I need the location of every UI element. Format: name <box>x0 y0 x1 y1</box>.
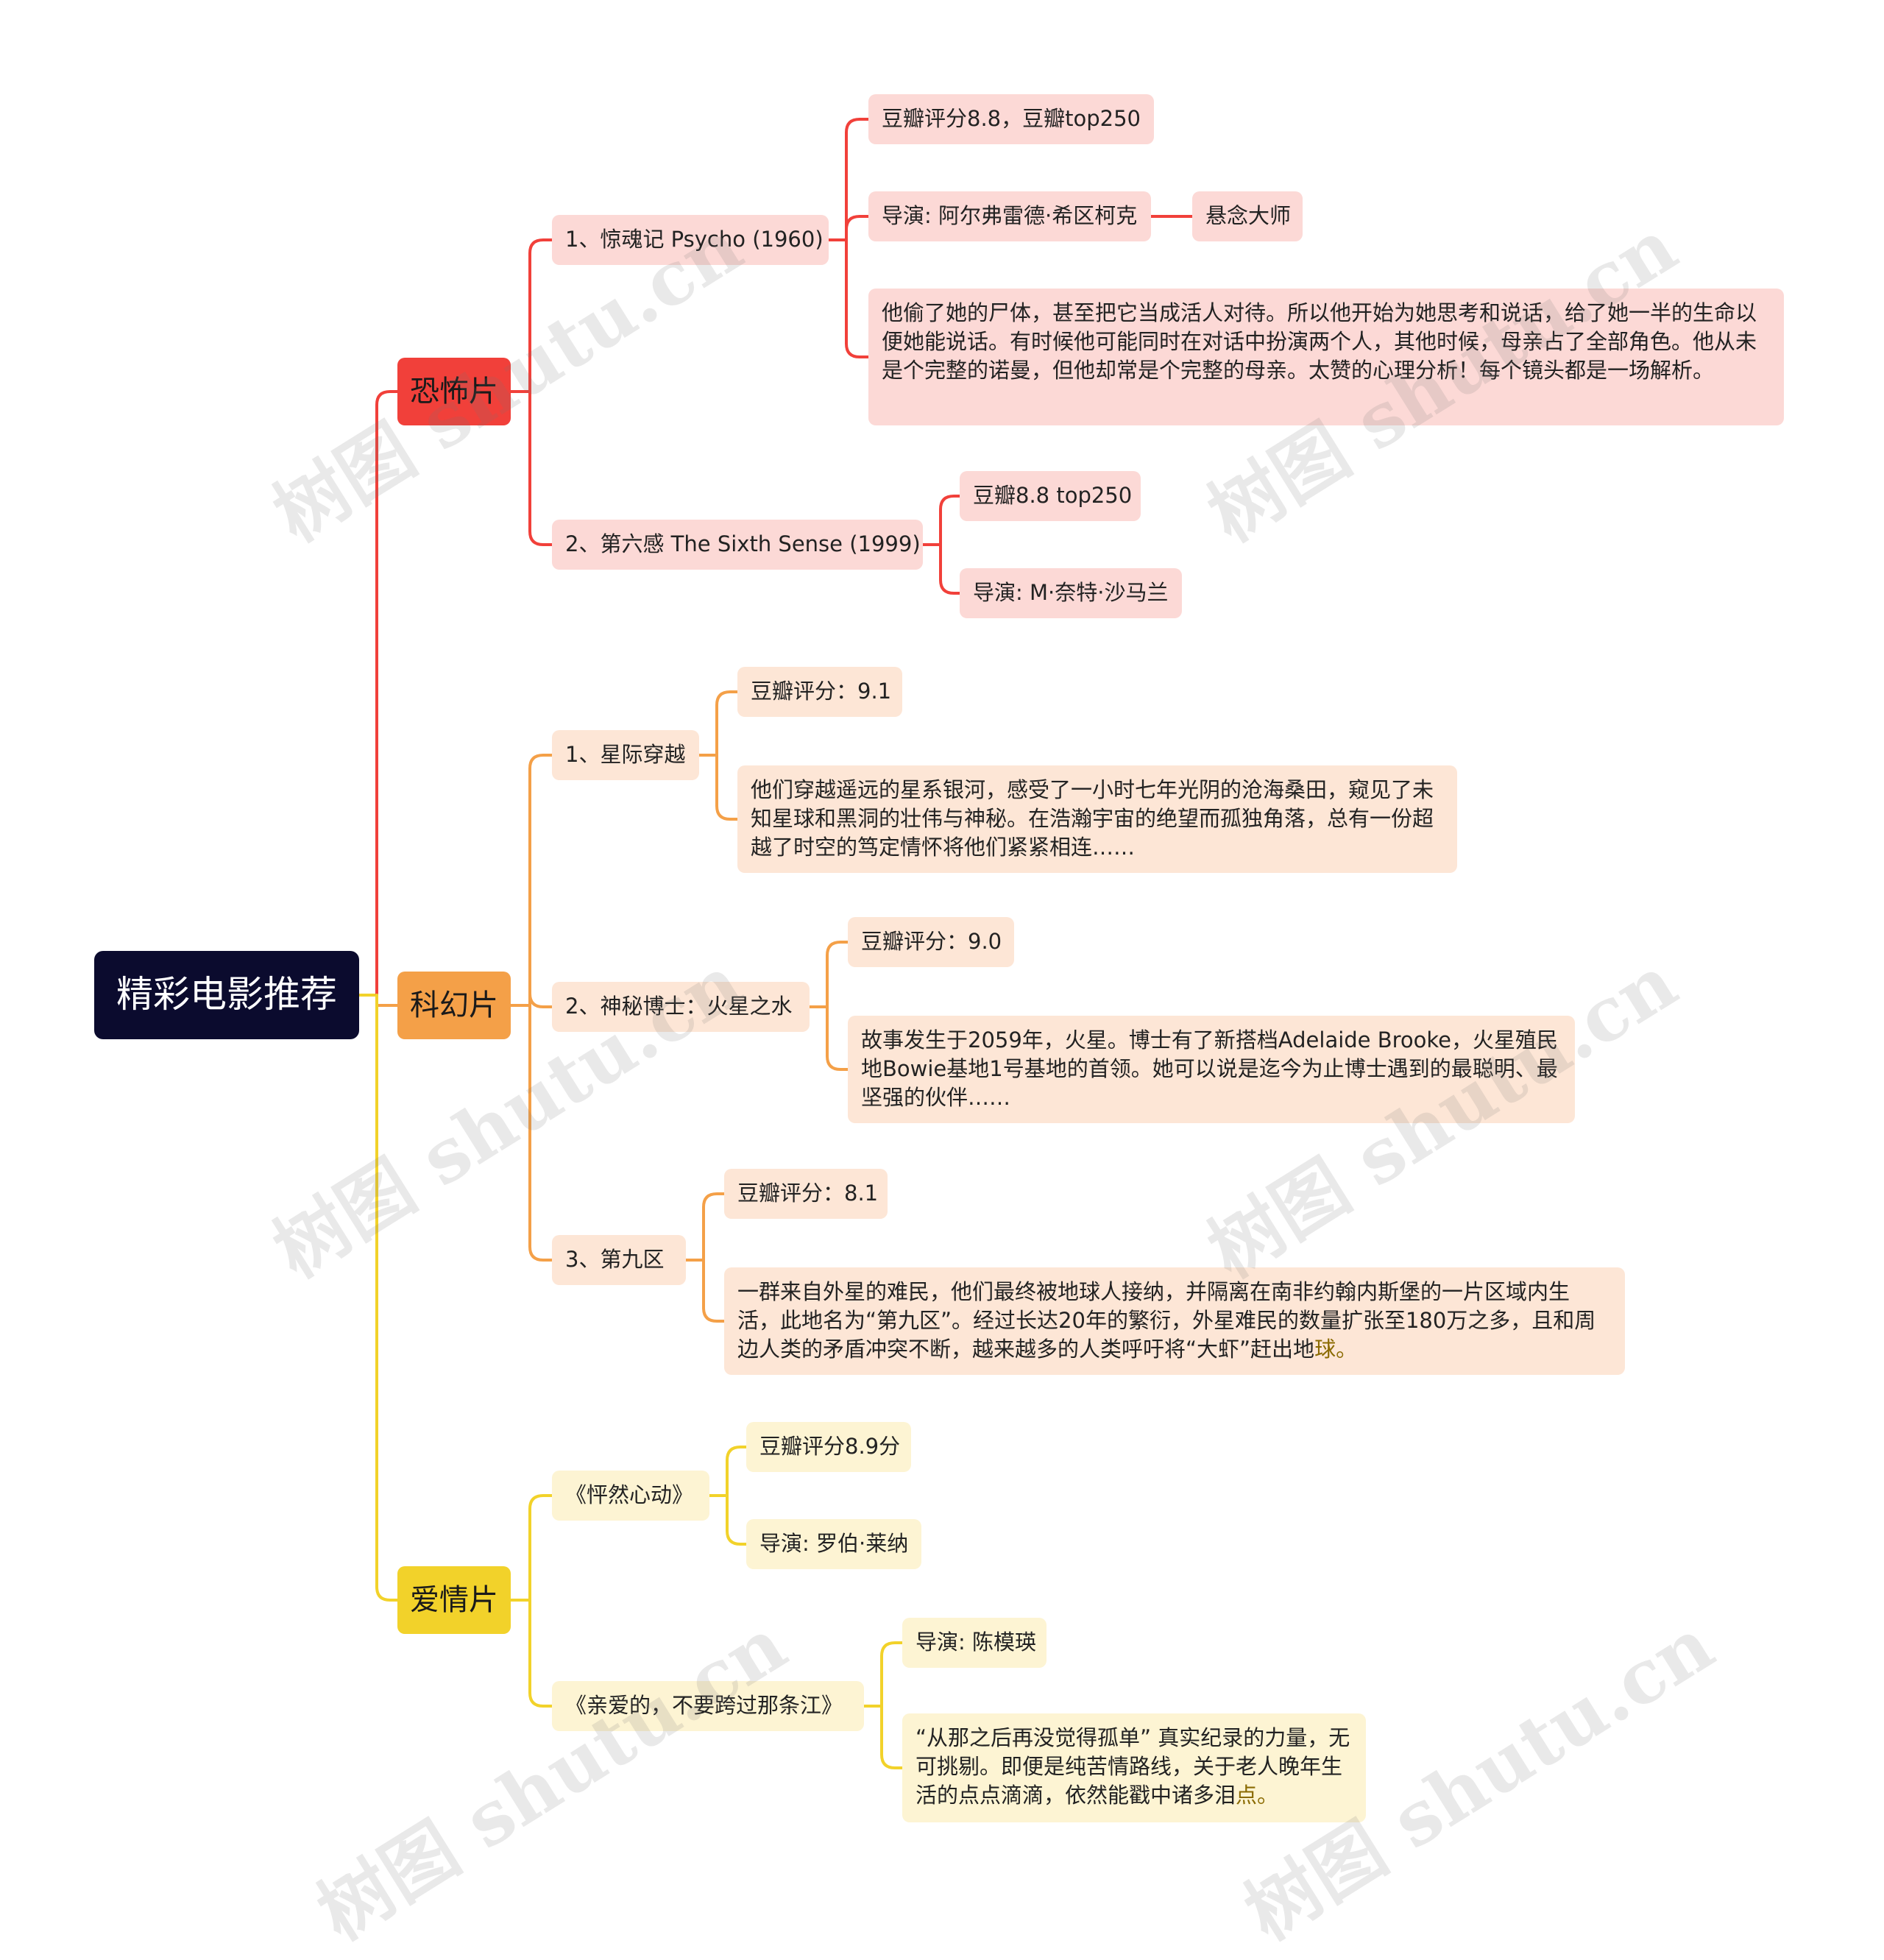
connector-line <box>880 1705 904 1769</box>
connector-line <box>826 1005 849 1071</box>
connector-line <box>715 690 739 757</box>
psycho-rating[interactable]: 豆瓣评分8.8，豆瓣top250 <box>868 94 1154 144</box>
connector-line <box>702 1259 726 1323</box>
sixth-sense-rating[interactable]: 豆瓣8.8 top250 <box>960 471 1141 521</box>
movie-interstellar[interactable]: 1、星际穿越 <box>552 730 699 780</box>
connector-line <box>939 543 961 595</box>
flipped-director[interactable]: 导演: 罗伯·莱纳 <box>746 1519 921 1569</box>
connector-line <box>375 390 399 997</box>
connector-line <box>726 1494 748 1546</box>
movie-district-9[interactable]: 3、第九区 <box>552 1235 686 1285</box>
connector-line <box>880 1641 904 1708</box>
connector-line <box>375 994 399 1007</box>
category-horror[interactable]: 恐怖片 <box>397 358 511 425</box>
connector-line <box>528 1004 553 1262</box>
movie-flipped[interactable]: 《怦然心动》 <box>552 1471 709 1521</box>
my-love-director[interactable]: 导演: 陈模瑛 <box>902 1618 1047 1668</box>
connector-line <box>528 754 553 1007</box>
connector-line <box>702 1192 726 1262</box>
connector-line <box>528 390 553 546</box>
connector-line <box>528 1494 553 1602</box>
connector-line <box>528 238 553 393</box>
connector-line <box>528 1599 553 1708</box>
connector-line <box>726 1446 748 1497</box>
root-node[interactable]: 精彩电影推荐 <box>94 951 359 1039</box>
connector-line <box>939 495 961 546</box>
my-love-description[interactable]: “从那之后再没觉得孤单” 真实纪录的力量，无可挑剔。即便是纯苦情路线，关于老人晚… <box>902 1713 1366 1822</box>
movie-my-love[interactable]: 《亲爱的，不要跨过那条江》 <box>552 1681 864 1731</box>
connector-line <box>375 994 399 1602</box>
mind-map: 精彩电影推荐 恐怖片 科幻片 爱情片 1、惊魂记 Psycho (1960) 豆… <box>94 94 1784 1957</box>
category-scifi[interactable]: 科幻片 <box>397 972 511 1039</box>
district-9-description[interactable]: 一群来自外星的难民，他们最终被地球人接纳，并隔离在南非约翰内斯堡的一片区域内生活… <box>724 1267 1625 1375</box>
connector-line <box>826 941 849 1008</box>
flipped-rating[interactable]: 豆瓣评分8.9分 <box>746 1422 911 1472</box>
interstellar-rating[interactable]: 豆瓣评分：9.1 <box>737 667 902 717</box>
movie-doctor-who[interactable]: 2、神秘博士：火星之水 <box>552 982 810 1032</box>
psycho-director[interactable]: 导演: 阿尔弗雷德·希区柯克 <box>868 191 1151 241</box>
connector-line <box>845 238 870 358</box>
sixth-sense-director[interactable]: 导演: M·奈特·沙马兰 <box>960 568 1182 618</box>
district-9-rating[interactable]: 豆瓣评分：8.1 <box>724 1169 888 1219</box>
connector-line <box>845 118 870 241</box>
movie-psycho[interactable]: 1、惊魂记 Psycho (1960) <box>552 215 829 265</box>
doctor-who-description[interactable]: 故事发生于2059年，火星。博士有了新搭档Adelaide Brooke，火星殖… <box>848 1016 1575 1123</box>
interstellar-description[interactable]: 他们穿越遥远的星系银河，感受了一小时七年光阴的沧海桑田，窥见了未知星球和黑洞的壮… <box>737 765 1457 873</box>
category-love[interactable]: 爱情片 <box>397 1566 511 1634</box>
psycho-director-note[interactable]: 悬念大师 <box>1192 191 1303 241</box>
connector-line <box>715 754 739 821</box>
movie-sixth-sense[interactable]: 2、第六感 The Sixth Sense (1999) <box>552 520 923 570</box>
connector-line <box>845 215 870 241</box>
psycho-description[interactable]: 他偷了她的尸体，甚至把它当成活人对待。所以他开始为她思考和说话，给了她一半的生命… <box>868 289 1784 425</box>
connector-line <box>528 993 553 1008</box>
doctor-who-rating[interactable]: 豆瓣评分：9.0 <box>848 917 1014 967</box>
connector-lines <box>358 118 1194 1769</box>
